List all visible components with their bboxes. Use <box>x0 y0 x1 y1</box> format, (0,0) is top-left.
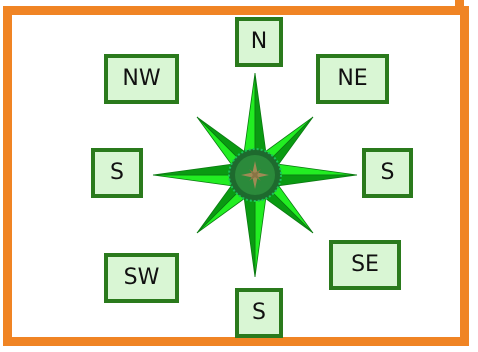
tile-southwest[interactable]: SW <box>104 253 179 303</box>
tile-northwest[interactable]: NW <box>104 54 179 104</box>
tile-south-label: S <box>252 302 266 324</box>
tile-northwest-label: NW <box>122 68 160 90</box>
tile-southeast[interactable]: SE <box>329 240 401 290</box>
tile-north[interactable]: N <box>235 17 283 67</box>
tile-southwest-label: SW <box>124 267 160 289</box>
tile-northeast[interactable]: NE <box>316 54 389 104</box>
tile-south[interactable]: S <box>235 288 283 338</box>
frame-accent <box>455 0 464 10</box>
tile-north-label: N <box>251 31 267 53</box>
tile-northeast-label: NE <box>337 68 367 90</box>
tile-southeast-label: SE <box>351 254 379 276</box>
tile-east-label: S <box>381 162 395 184</box>
tile-east[interactable]: S <box>362 148 413 198</box>
tile-west-label: S <box>110 162 124 184</box>
tile-west[interactable]: S <box>91 148 143 198</box>
